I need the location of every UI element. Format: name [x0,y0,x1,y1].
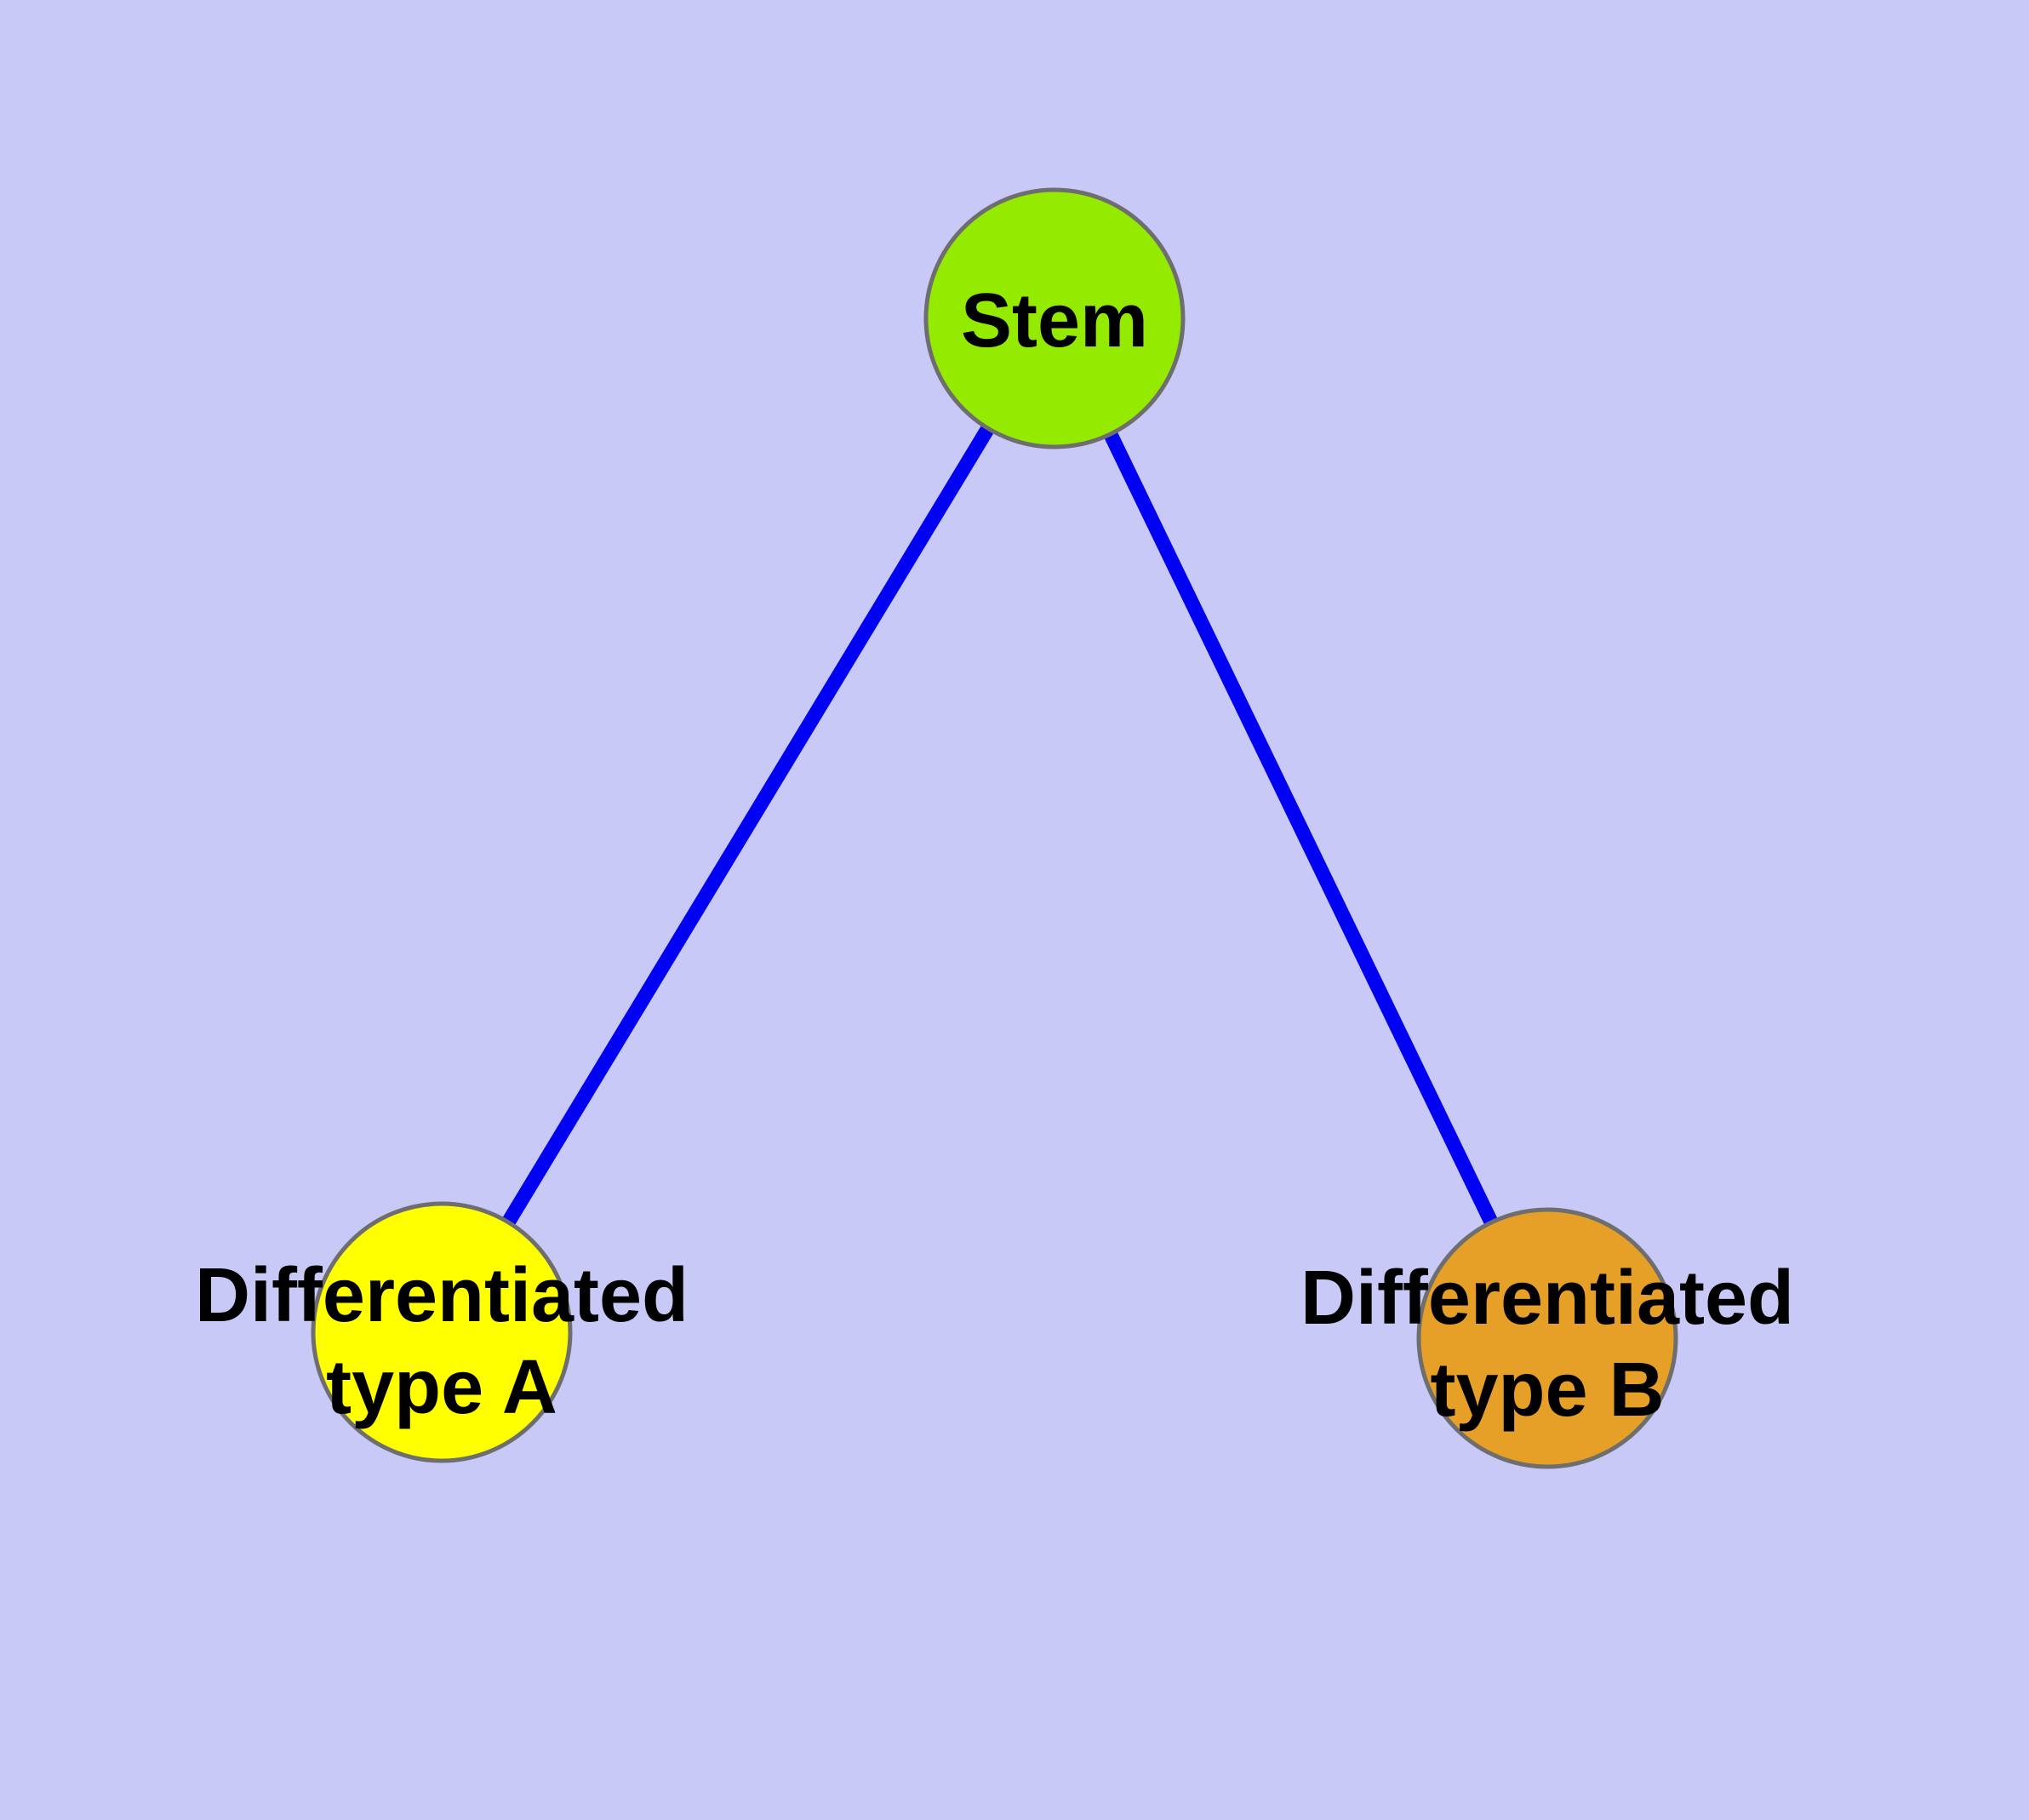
node-type-a-label-line2: type A [326,1345,557,1430]
node-type-b-label-line1: Differentiated [1300,1256,1794,1341]
edge-stem-to-type-a [435,314,1061,1336]
edge-stem-to-type-b [1048,315,1554,1342]
node-stem [923,187,1186,449]
node-type-b-label-line2: type B [1430,1348,1664,1433]
node-type-a [311,1201,573,1463]
node-type-b [1416,1207,1678,1469]
node-stem-label: Stem [961,278,1148,363]
node-type-a-label-line1: Differentiated [195,1253,689,1338]
